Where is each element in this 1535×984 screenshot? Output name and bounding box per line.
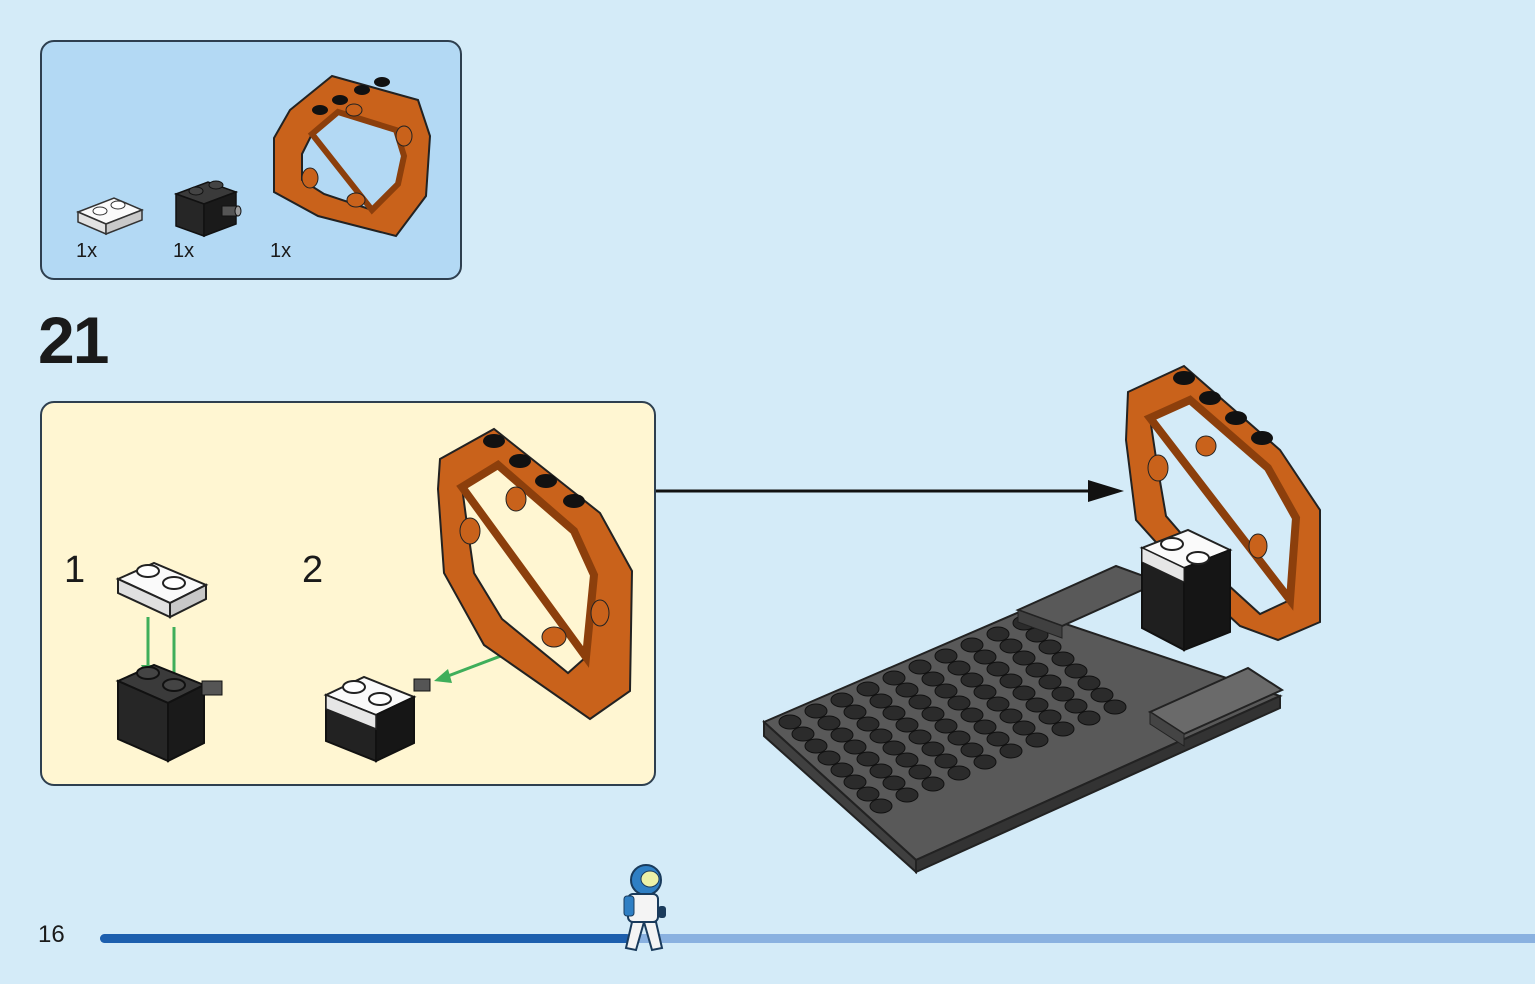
stud xyxy=(856,681,880,697)
stud xyxy=(973,684,997,700)
stud xyxy=(986,661,1010,677)
stud xyxy=(1025,732,1049,748)
stud xyxy=(999,708,1023,724)
stud xyxy=(934,683,958,699)
sub-step-1-illustration xyxy=(115,561,223,763)
stud xyxy=(804,738,828,754)
stud xyxy=(1025,697,1049,713)
stud xyxy=(895,682,919,698)
stud xyxy=(1012,685,1036,701)
stud xyxy=(817,715,841,731)
sub-step-number: 1 xyxy=(64,549,86,591)
stud xyxy=(921,671,945,687)
part-quantity: 1x xyxy=(76,240,98,262)
parts-list-box: 1x 1x 1x xyxy=(40,40,462,280)
orange-octagonal-frame-icon xyxy=(273,74,432,238)
stud xyxy=(1012,720,1036,736)
stud xyxy=(960,707,984,723)
stud xyxy=(869,728,893,744)
stud xyxy=(947,695,971,711)
sub-step-number: 2 xyxy=(302,549,324,591)
stud xyxy=(843,704,867,720)
progress-bar xyxy=(100,934,1535,943)
stud xyxy=(973,649,997,665)
stud xyxy=(1038,674,1062,690)
stud xyxy=(1025,662,1049,678)
sub-step-2-illustration xyxy=(323,427,634,763)
stud xyxy=(999,743,1023,759)
stud xyxy=(856,786,880,802)
stud xyxy=(1038,709,1062,725)
stud xyxy=(895,787,919,803)
stud xyxy=(986,696,1010,712)
stud xyxy=(960,672,984,688)
stud xyxy=(1077,710,1101,726)
stud xyxy=(999,638,1023,654)
stud xyxy=(830,762,854,778)
stud xyxy=(869,798,893,814)
stud xyxy=(921,741,945,757)
white-plate-1x2-icon xyxy=(76,197,144,236)
astronaut-minifigure-icon xyxy=(623,864,666,952)
stud xyxy=(960,742,984,758)
stud xyxy=(817,750,841,766)
stud xyxy=(934,648,958,664)
stud xyxy=(830,692,854,708)
black-brick-with-pin-icon xyxy=(173,180,242,238)
stud xyxy=(869,763,893,779)
stud xyxy=(1077,675,1101,691)
stud xyxy=(882,740,906,756)
stud xyxy=(856,716,880,732)
stud xyxy=(934,753,958,769)
stud xyxy=(921,706,945,722)
stud xyxy=(1051,686,1075,702)
stud xyxy=(882,670,906,686)
stud xyxy=(921,776,945,792)
stud xyxy=(895,717,919,733)
stud xyxy=(882,775,906,791)
callout-arrow xyxy=(656,480,1124,502)
stud xyxy=(791,726,815,742)
stud xyxy=(960,637,984,653)
stud xyxy=(804,703,828,719)
stud xyxy=(1064,698,1088,714)
stud xyxy=(908,659,932,675)
stud xyxy=(947,660,971,676)
step-number: 21 xyxy=(38,303,109,377)
stud xyxy=(895,752,919,768)
stud xyxy=(778,714,802,730)
stud xyxy=(986,731,1010,747)
stud xyxy=(934,718,958,734)
main-assembly-illustration xyxy=(762,364,1321,875)
stud xyxy=(999,673,1023,689)
stud xyxy=(908,729,932,745)
stud xyxy=(973,719,997,735)
stud xyxy=(1038,639,1062,655)
stud xyxy=(986,626,1010,642)
page-number: 16 xyxy=(38,921,65,948)
stud xyxy=(843,739,867,755)
part-quantity: 1x xyxy=(270,240,292,262)
stud xyxy=(1012,650,1036,666)
stud xyxy=(947,765,971,781)
stud xyxy=(1051,721,1075,737)
stud xyxy=(856,751,880,767)
stud xyxy=(908,694,932,710)
stud xyxy=(882,705,906,721)
progress-bar-fill xyxy=(100,934,631,943)
stud xyxy=(973,754,997,770)
stud xyxy=(1064,663,1088,679)
stud xyxy=(1051,651,1075,667)
sub-step-box: 1 2 xyxy=(40,401,656,786)
stud xyxy=(1090,687,1114,703)
stud xyxy=(843,774,867,790)
stud xyxy=(908,764,932,780)
part-quantity: 1x xyxy=(173,240,195,262)
stud xyxy=(830,727,854,743)
stud xyxy=(1103,699,1127,715)
stud xyxy=(869,693,893,709)
stud xyxy=(947,730,971,746)
